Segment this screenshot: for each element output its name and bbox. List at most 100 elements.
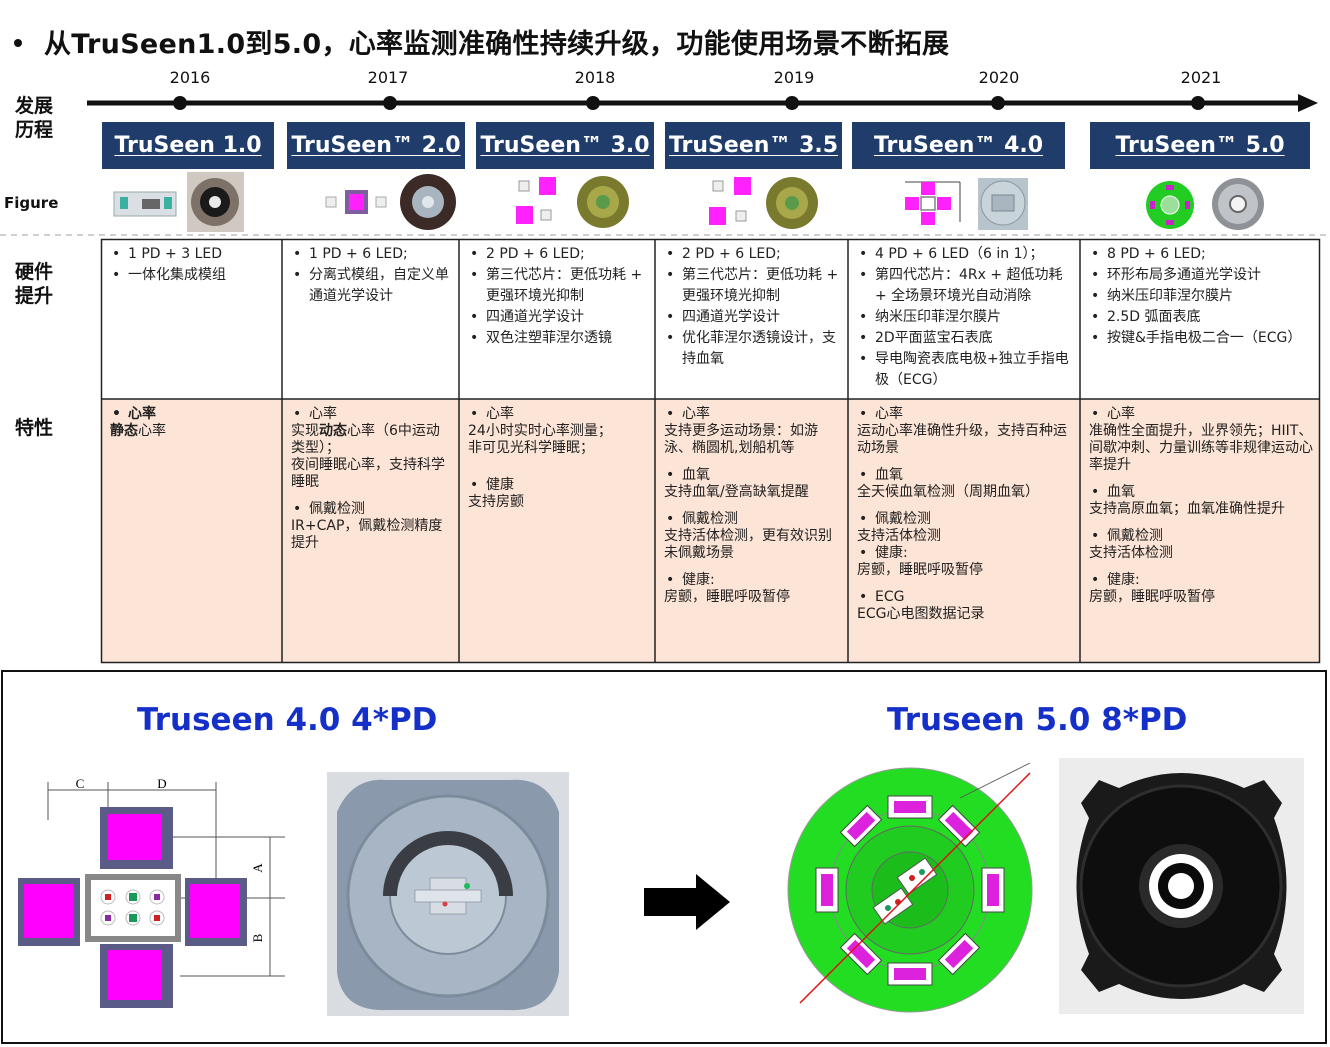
feature-text: 支持房颤 — [468, 494, 524, 510]
feature-heading: 佩戴检测 — [664, 511, 842, 528]
hardware-item: 导电陶瓷表底电极+独立手指电极（ECG） — [857, 349, 1075, 391]
year-2021: 2021 — [1180, 68, 1222, 87]
feature-heading: 健康: — [857, 545, 1074, 562]
hardware-cell-4: 2 PD + 6 LED; 第三代芯片：更低功耗 + 更强环境光抑制 四通道光学… — [664, 244, 844, 370]
hardware-item: 第三代芯片：更低功耗 + 更强环境光抑制 — [468, 265, 652, 307]
truseen5-sensor-layout-diagram — [787, 762, 1033, 1013]
hardware-item: 一体化集成模组 — [110, 265, 278, 286]
feature-emphasis: 静态 — [110, 423, 138, 439]
row-label-history: 发展 历程 — [15, 95, 54, 141]
sensor-module-4-image — [709, 177, 751, 225]
feature-heading: ECG — [857, 589, 1074, 606]
sensor-module-1-image — [113, 191, 177, 217]
feature-heading: 血氧 — [664, 467, 842, 484]
feature-text: 支持活体检测，更有效识别未佩戴场景 — [664, 528, 832, 561]
feature-cell-1: 心率 静态心率 — [102, 400, 282, 440]
year-2020: 2020 — [978, 68, 1020, 87]
timeline-dot-2020 — [991, 96, 1005, 110]
figure-thumbnails — [113, 172, 1264, 232]
feature-text: 全天候血氧检测（周期血氧） — [857, 484, 1039, 500]
feature-text: 非可见光科学睡眠； — [468, 440, 594, 456]
feature-text-c: 心率（6中运动类型）； — [291, 423, 440, 456]
feature-text: 支持活体检测 — [857, 528, 941, 544]
version-banner-5: TruSeen™ 4.0 — [852, 122, 1065, 169]
hardware-item: 第四代芯片：4Rx + 超低功耗 + 全场景环境光自动消除 — [857, 265, 1075, 307]
hardware-item: 环形布局多通道光学设计 — [1089, 265, 1315, 286]
feature-heading: 心率 — [468, 406, 649, 423]
sensor-module-5-image — [905, 181, 961, 225]
feature-heading: 血氧 — [857, 467, 1074, 484]
row-label-features: 特性 — [15, 417, 54, 439]
version-label: TruSeen™ 3.5 — [668, 133, 839, 158]
version-banner-1: TruSeen 1.0 — [102, 122, 274, 169]
version-label: TruSeen™ 5.0 — [1115, 133, 1285, 158]
feature-text: 房颤，睡眠呼吸暂停 — [857, 562, 983, 578]
feature-text: 运动心率准确性升级，支持百种运动场景 — [857, 423, 1067, 456]
truseen4-sensor-layout-diagram: C D A B — [18, 776, 285, 1008]
feature-text: 支持血氧/登高缺氧提醒 — [664, 484, 809, 500]
feature-text: 房颤，睡眠呼吸暂停 — [664, 589, 790, 605]
feature-heading: 心率 — [110, 406, 276, 423]
hardware-cell-1: 1 PD + 3 LED 一体化集成模组 — [110, 244, 278, 286]
feature-heading: 心率 — [857, 406, 1074, 423]
row-label-hardware: 硬件 提升 — [15, 261, 54, 307]
hardware-item: 四通道光学设计 — [664, 307, 844, 328]
sensor-module-3-image — [516, 177, 556, 224]
feature-cell-2: 心率 实现动态心率（6中运动类型）； 夜间睡眠心率，支持科学睡眠 佩戴检测 IR… — [283, 400, 459, 552]
hardware-cell-6: 8 PD + 6 LED; 环形布局多通道光学设计 纳米压印菲涅尔膜片 2.5D… — [1089, 244, 1315, 349]
version-banner-6: TruSeen™ 5.0 — [1090, 122, 1310, 169]
feature-text: 准确性全面提升，业界领先；HIIT、间歇冲刺、力量训练等非规律运动心率提升 — [1089, 423, 1313, 473]
feature-heading: 健康 — [468, 477, 649, 494]
feature-text: IR+CAP，佩戴检测精度提升 — [291, 518, 443, 551]
dim-label-a: A — [250, 863, 265, 873]
feature-text: 24小时实时心率测量； — [468, 423, 612, 439]
timeline-dot-2019 — [785, 96, 799, 110]
watch-back-1-image — [187, 172, 244, 232]
dim-label-d: D — [157, 776, 166, 791]
feature-heading: 血氧 — [1089, 484, 1313, 501]
version-banner-4: TruSeen™ 3.5 — [665, 122, 842, 169]
hardware-item: 1 PD + 6 LED; — [291, 244, 455, 265]
feature-heading: 心率 — [291, 406, 453, 423]
page-title-text: 从TruSeen1.0到5.0，心率监测准确性持续升级，功能使用场景不断拓展 — [44, 29, 950, 60]
row-label-figure: Figure — [4, 194, 59, 212]
hardware-item: 双色注塑菲涅尔透镜 — [468, 328, 652, 349]
feature-text-rest: 心率 — [138, 423, 166, 439]
feature-heading: 佩戴检测 — [291, 501, 453, 518]
bottom-panel — [1, 670, 1327, 1044]
hardware-item: 1 PD + 3 LED — [110, 244, 278, 265]
feature-cell-5: 心率 运动心率准确性升级，支持百种运动场景 血氧 全天候血氧检测（周期血氧） 佩… — [849, 400, 1080, 623]
hardware-item: 2D平面蓝宝石表底 — [857, 328, 1075, 349]
hardware-item: 4 PD + 6 LED（6 in 1）； — [857, 244, 1075, 265]
hardware-item: 纳米压印菲涅尔膜片 — [1089, 286, 1315, 307]
year-2017: 2017 — [367, 68, 409, 87]
version-label: TruSeen™ 4.0 — [873, 133, 1044, 158]
table-grid — [100, 238, 1321, 664]
feature-heading: 佩戴检测 — [857, 511, 1074, 528]
feature-text: 实现动态心率（6中运动类型）； — [291, 423, 453, 457]
bottom-right-title: Truseen 5.0 8*PD — [887, 702, 1188, 738]
hardware-item: 按键&手指电极二合一（ECG） — [1089, 328, 1315, 349]
watch-back-4-image — [766, 177, 818, 229]
hardware-cell-5: 4 PD + 6 LED（6 in 1）； 第四代芯片：4Rx + 超低功耗 +… — [857, 244, 1075, 391]
hardware-item: 2.5D 弧面表底 — [1089, 307, 1315, 328]
watch-back-5-image — [978, 178, 1028, 230]
feature-text: 静态心率 — [110, 423, 276, 440]
feature-heading: 心率 — [664, 406, 842, 423]
feature-text: ECG心电图数据记录 — [857, 606, 985, 622]
hardware-item: 第三代芯片：更低功耗 + 更强环境光抑制 — [664, 265, 844, 307]
watch-back-3-image — [577, 176, 629, 228]
feature-cell-6: 心率 准确性全面提升，业界领先；HIIT、间歇冲刺、力量训练等非规律运动心率提升… — [1081, 400, 1319, 606]
version-label: TruSeen™ 3.0 — [480, 133, 650, 158]
version-label: TruSeen™ 2.0 — [291, 133, 461, 158]
timeline-dot-2018 — [586, 96, 600, 110]
feature-text-a: 实现 — [291, 423, 319, 439]
sensor-module-2-image — [325, 190, 387, 214]
timeline-dot-2016 — [173, 96, 187, 110]
version-label: TruSeen 1.0 — [114, 133, 262, 158]
truseen4-watch-back-render — [327, 772, 569, 1016]
hardware-item: 2 PD + 6 LED; — [664, 244, 844, 265]
hardware-item: 纳米压印菲涅尔膜片 — [857, 307, 1075, 328]
dim-label-c: C — [76, 776, 85, 791]
hardware-cell-3: 2 PD + 6 LED; 第三代芯片：更低功耗 + 更强环境光抑制 四通道光学… — [468, 244, 652, 349]
